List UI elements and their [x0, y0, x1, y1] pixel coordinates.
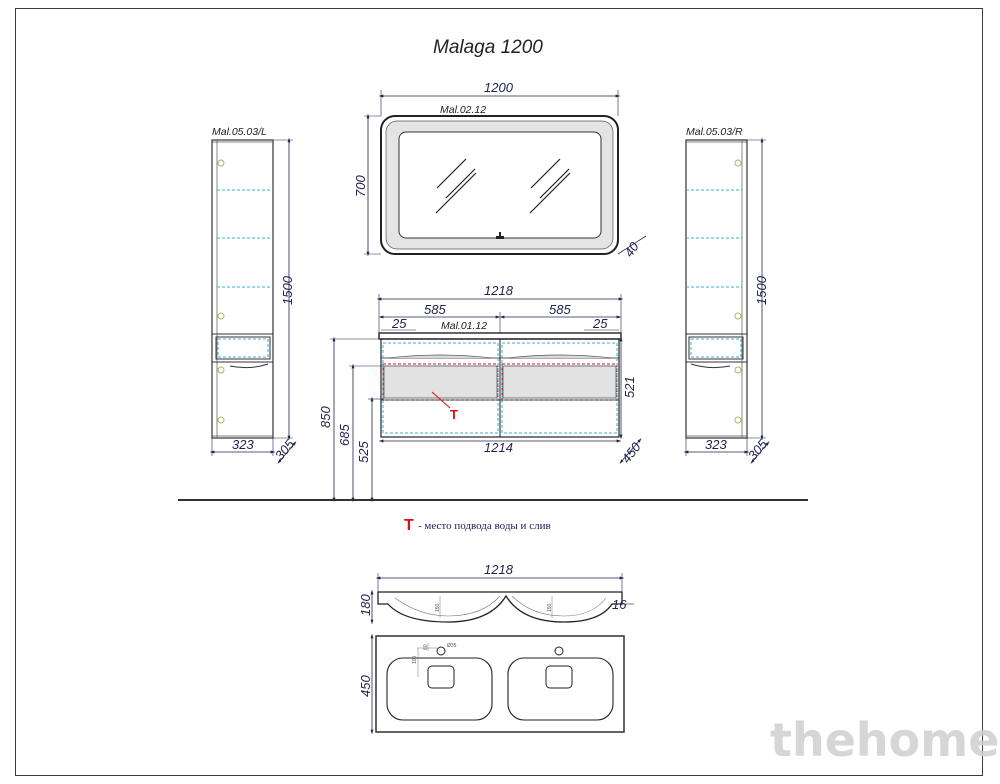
left-cabinet-width-label: 323 — [232, 437, 254, 452]
vanity-left-half-label: 585 — [424, 302, 446, 317]
sink-section — [377, 591, 623, 623]
tap-offset-a-label: 100 — [412, 655, 418, 664]
mirror-code: Mal.02.12 — [440, 104, 486, 116]
right-cabinet-height-label: 1500 — [754, 275, 769, 305]
vanity-left-offset-label: 25 — [391, 316, 407, 331]
right-cabinet — [685, 139, 748, 439]
legend-marker: T — [404, 517, 414, 534]
right-basin-depth-label: 150 — [547, 603, 553, 612]
mirror — [380, 115, 619, 255]
vanity-body-height-label: 521 — [622, 376, 637, 398]
height-dimensions — [330, 336, 383, 503]
drawing-title: Malaga 1200 — [433, 37, 543, 58]
right-cabinet-code: Mal.05.03/R — [686, 126, 743, 138]
sink-width-label: 1218 — [484, 562, 514, 577]
mirror-width-label: 1200 — [484, 80, 514, 95]
left-cabinet — [211, 139, 274, 439]
tap-offset-b-label: 60 — [423, 644, 429, 650]
vanity-water-marker: T — [450, 407, 458, 422]
sink-edge-label: 16 — [612, 597, 627, 612]
watermark-logo: thehome — [770, 713, 999, 767]
right-cabinet-depth-label: 305 — [745, 436, 771, 463]
left-cabinet-depth-label: 305 — [272, 436, 298, 463]
height-685-label: 685 — [337, 424, 352, 446]
top-depth-label: 450 — [358, 675, 373, 697]
legend-text: - место подвода воды и слив — [418, 520, 551, 532]
sink-top-view — [375, 635, 625, 733]
mirror-depth-label: 40 — [621, 239, 642, 260]
vanity-top-width-label: 1218 — [484, 283, 514, 298]
tap-hole-label: Ø35 — [447, 643, 457, 649]
sink-height-label: 180 — [358, 594, 373, 616]
vanity-right-half-label: 585 — [549, 302, 571, 317]
height-525-label: 525 — [356, 441, 371, 463]
left-cabinet-height-label: 1500 — [280, 275, 295, 305]
left-cabinet-code: Mal.05.03/L — [212, 126, 267, 138]
vanity-bottom-width-label: 1214 — [484, 440, 513, 455]
height-850-label: 850 — [318, 406, 333, 428]
vanity-depth-label: 450 — [619, 439, 645, 466]
vanity-right-offset-label: 25 — [592, 316, 608, 331]
mirror-height-label: 700 — [353, 175, 368, 197]
drawing-frame — [15, 8, 983, 776]
right-cabinet-width-label: 323 — [705, 437, 727, 452]
left-basin-depth-label: 150 — [435, 603, 441, 612]
vanity-unit — [378, 332, 622, 438]
vanity-code: Mal.01.12 — [441, 320, 487, 332]
